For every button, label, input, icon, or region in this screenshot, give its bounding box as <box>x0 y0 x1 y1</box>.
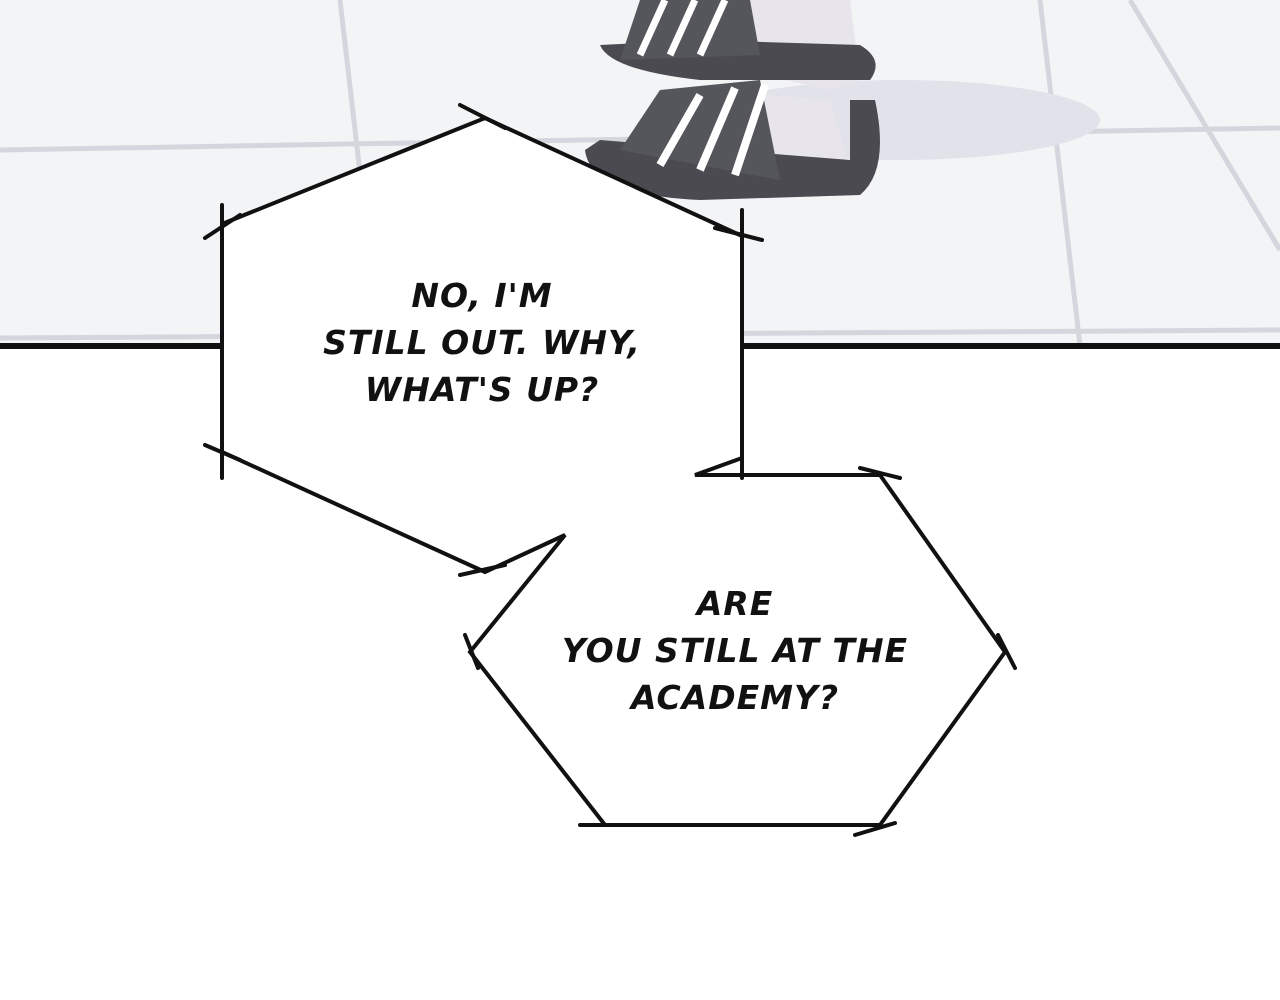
bubble-1-line-3: WHAT'S UP? <box>364 370 600 409</box>
bubble-2-line-1: ARE <box>696 584 774 623</box>
sandaled-feet <box>585 0 880 200</box>
speech-bubble-1-text: NO, I'M STILL OUT. WHY, WHAT'S UP? <box>262 272 702 413</box>
bubble-2-line-2: YOU STILL AT THE <box>561 631 909 670</box>
bubble-2-line-3: ACADEMY? <box>630 678 840 717</box>
bubble-1-line-1: NO, I'M <box>411 276 553 315</box>
speech-bubble-shapes <box>203 103 1017 837</box>
speech-bubble-2-text: ARE YOU STILL AT THE ACADEMY? <box>510 580 960 721</box>
bubble-1-line-2: STILL OUT. WHY, <box>323 323 641 362</box>
speech-bubble-1-shape <box>220 115 1008 827</box>
